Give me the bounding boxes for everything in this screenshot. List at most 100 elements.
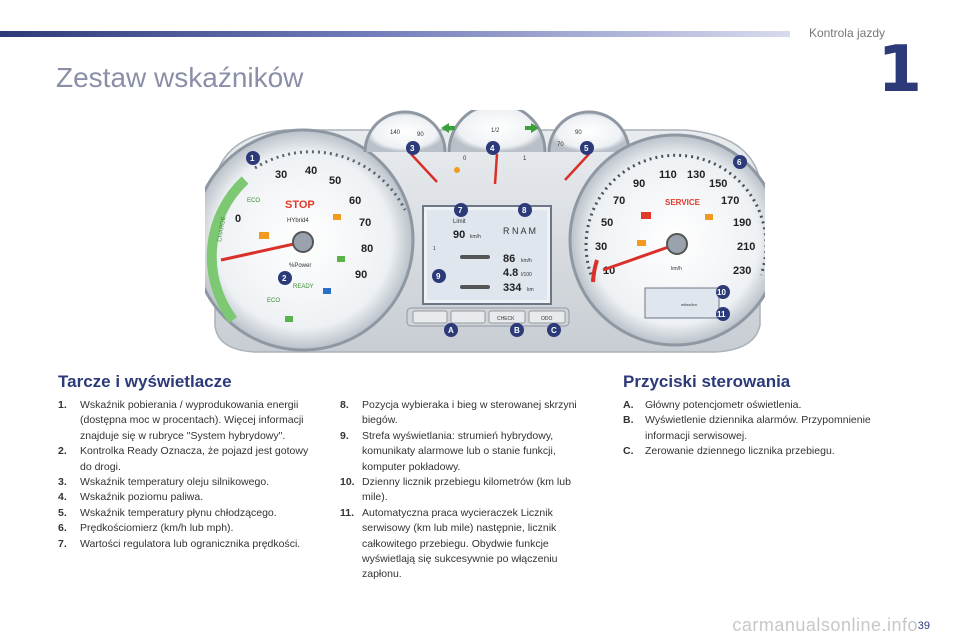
chapter-number: 1: [877, 33, 922, 107]
tick-90: 90: [355, 269, 367, 281]
callout-c: C: [551, 326, 557, 335]
list-item: A.Główny potencjometr oświetlenia.: [623, 399, 802, 411]
service-label: SERVICE: [665, 198, 701, 207]
speed-50: 50: [601, 217, 613, 229]
callout-5: 5: [584, 144, 589, 153]
speed-150: 150: [709, 178, 727, 190]
odo-unit: miles/km: [681, 302, 697, 307]
turn-right-icon: [525, 123, 539, 133]
warning-lamp-icon: [259, 232, 269, 239]
section-label: Kontrola jazdy: [808, 26, 885, 40]
odo-button-shape: [528, 310, 566, 324]
callout-10: 10: [717, 288, 726, 297]
list-item: 5.Wskaźnik temperatury płynu chłodzącego…: [58, 506, 277, 519]
check-button-shape: [488, 310, 526, 324]
tick-50: 50: [329, 175, 341, 187]
fuel-gauge: [447, 110, 547, 153]
callout-6: 6: [737, 158, 742, 167]
oil-tick-140: 140: [390, 130, 401, 136]
displays-list: 1.Wskaźnik pobierania / wyprodukowania e…: [58, 398, 320, 552]
sidelight-icon: [285, 316, 293, 322]
speed-130: 130: [687, 169, 705, 181]
instrument-cluster-illustration: CHARGE ECO 0 30 40 50 60 70 80 90 STOP H…: [205, 110, 765, 353]
list-item: 6.Prędkościomierz (km/h lub mph).: [58, 522, 234, 535]
fuel-half: 1/2: [491, 128, 500, 134]
controls-heading: Przyciski sterowania: [623, 372, 791, 391]
speed-90: 90: [633, 178, 645, 190]
stop-label: STOP: [285, 199, 315, 211]
tick-70: 70: [359, 217, 371, 229]
speed-230: 230: [733, 265, 751, 277]
fuel-warning-icon: [454, 167, 460, 173]
speed-170: 170: [721, 195, 739, 207]
range-unit: km: [527, 287, 534, 293]
page-number: 39: [917, 620, 930, 632]
fuel-full: 1: [523, 156, 527, 162]
warning-lamp-icon: [333, 214, 341, 220]
list-item: 3.Wskaźnik temperatury oleju silnikowego…: [58, 476, 270, 489]
list-item: 9.Strefa wyświetlania: strumień hybrydow…: [340, 429, 556, 473]
tick-60: 60: [349, 195, 361, 207]
high-beam-icon: [323, 288, 331, 294]
list-item: 8.Pozycja wybieraka i bieg w sterowanej …: [340, 399, 577, 427]
hybrid4-label: HYbrid4: [287, 218, 309, 224]
avg-speed-unit: km/h: [521, 258, 532, 264]
callout-2: 2: [282, 274, 287, 283]
speed-70: 70: [613, 195, 625, 207]
ready-label: READY: [293, 284, 314, 290]
limit-speed: 90: [453, 229, 465, 241]
displays-heading: Tarcze i wyświetlacze: [58, 372, 232, 391]
callout-1: 1: [250, 154, 255, 163]
tick-80: 80: [361, 243, 373, 255]
odo-button-label: ODO: [541, 316, 553, 322]
tick-30: 30: [275, 169, 287, 181]
fuel-empty: 0: [463, 156, 467, 162]
speed-190: 190: [733, 217, 751, 229]
charge-label: CHARGE: [217, 216, 227, 242]
gear-position: 1: [433, 246, 436, 252]
watermark: carmanualsonline.info: [732, 615, 918, 635]
warning-lamp-icon: [705, 214, 713, 220]
speed-110: 110: [659, 169, 677, 181]
list-item: C.Zerowanie dziennego licznika przebiegu…: [623, 445, 835, 458]
button-a2-shape: [450, 310, 486, 324]
car-icon: [460, 255, 490, 259]
limit-unit: km/h: [470, 234, 481, 240]
eco-label: ECO: [247, 198, 260, 204]
headlight-icon: [337, 256, 345, 262]
page-title: Zestaw wskaźników: [56, 62, 304, 93]
warning-lamp-icon: [641, 212, 651, 219]
list-item: 7.Wartości regulatora lub ogranicznika p…: [58, 537, 301, 550]
list-item: 2.Kontrolka Ready Oznacza, że pojazd jes…: [58, 445, 309, 473]
odometer-display: [644, 287, 720, 319]
warning-lamp-icon: [637, 240, 646, 246]
list-item: 10.Dzienny licznik przebiegu kilometrów …: [340, 476, 571, 504]
callout-8: 8: [522, 206, 527, 215]
coolant-tick-70: 70: [557, 142, 564, 148]
car-icon: [460, 285, 490, 289]
consumption-unit: l/100: [521, 272, 532, 278]
speed-needle: [602, 242, 678, 272]
oil-gauge: [363, 110, 447, 153]
gear-indicator: R N A M: [503, 226, 536, 236]
top-accent-bar: [0, 31, 790, 37]
power-needle: [220, 240, 304, 262]
range: 334: [503, 282, 522, 294]
callout-b: B: [514, 326, 520, 335]
charge-arc: [206, 176, 249, 324]
list-item: 4.Wskaźnik poziomu paliwa.: [58, 491, 204, 504]
list-item: 1.Wskaźnik pobierania / wyprodukowania e…: [58, 399, 304, 442]
callout-a: A: [448, 326, 454, 335]
callout-11: 11: [717, 310, 726, 319]
turn-left-icon: [441, 123, 455, 133]
eco-bottom-label: ECO: [267, 298, 280, 304]
coolant-gauge: [547, 110, 631, 153]
callout-3: 3: [410, 144, 415, 153]
callout-9: 9: [436, 272, 441, 281]
consumption: 4.8: [503, 267, 518, 279]
tick-40: 40: [305, 165, 317, 177]
callout-4: 4: [490, 144, 495, 153]
avg-speed: 86: [503, 253, 515, 265]
displays-list-continued: 8.Pozycja wybieraka i bieg w sterowanej …: [340, 398, 596, 583]
check-button-label: CHECK: [497, 316, 515, 322]
